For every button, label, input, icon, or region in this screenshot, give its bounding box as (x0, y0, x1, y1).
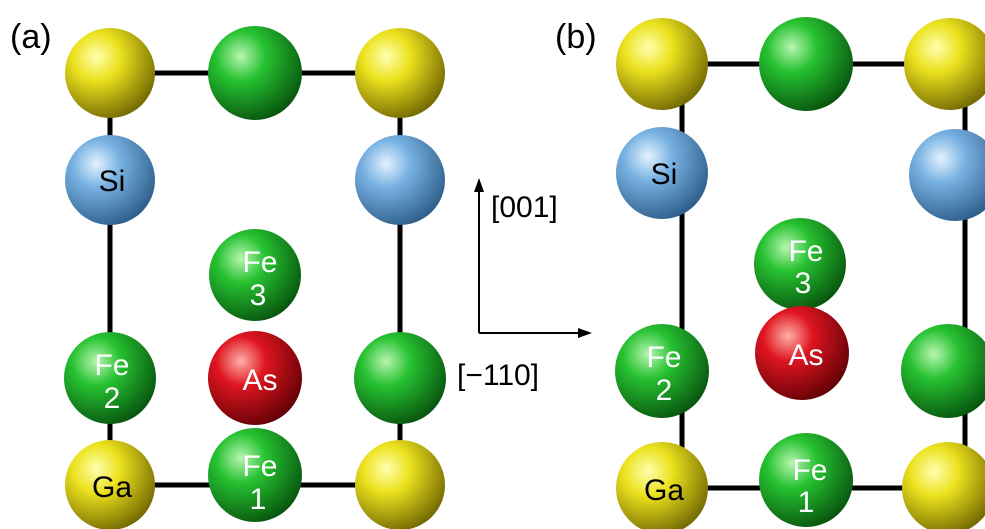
panel-a-label: (a) (10, 18, 52, 56)
as-label: As (788, 339, 823, 372)
ga-atom (355, 440, 445, 529)
fe2-atom (615, 324, 709, 418)
vertical-arrowhead (474, 178, 484, 192)
ga-atom (904, 18, 985, 110)
horizontal-arrowhead (578, 328, 592, 338)
panel-b-label: (b) (555, 18, 597, 56)
fe1-atom (759, 433, 853, 527)
si-atom (616, 127, 708, 219)
fe1-index: 1 (250, 483, 267, 516)
fe2-label: Fe (94, 349, 129, 382)
fe2-label: Fe (646, 341, 681, 374)
fe3-index: 3 (795, 267, 812, 300)
ga-atom (355, 28, 445, 118)
fe2-index: 2 (656, 374, 673, 407)
fe3-index: 3 (250, 279, 267, 312)
si-label: Si (99, 165, 126, 198)
fe-atom (901, 324, 985, 418)
ga-atom (616, 442, 708, 529)
fe3-atom (754, 218, 846, 310)
as-atom (755, 306, 849, 400)
ga-atom (65, 440, 155, 529)
as-label: As (242, 364, 277, 397)
ga-label: Ga (644, 474, 684, 507)
fe-atom (354, 332, 446, 424)
fe2-index: 2 (104, 382, 121, 415)
fe1-atom (208, 428, 302, 522)
si-atom (65, 135, 155, 225)
ga-atom (616, 18, 708, 110)
fe3-label: Fe (242, 246, 277, 279)
ga-atom (65, 28, 155, 118)
vertical-axis-label: [001] (491, 191, 558, 224)
panel-b: (b) Si Fe 3 As Fe 2 Ga (555, 17, 985, 529)
panel-a: (a) Si Fe 3 Fe 2 As Ga Fe 1 (10, 18, 446, 529)
si-atom (355, 135, 445, 225)
ga-atom (902, 442, 985, 529)
fe1-label: Fe (792, 454, 827, 487)
si-label: Si (651, 158, 678, 191)
ga-label: Ga (92, 471, 132, 504)
fe3-label: Fe (788, 235, 823, 268)
fe1-label: Fe (242, 450, 277, 483)
fe-atom (208, 26, 302, 120)
fe-atom (759, 17, 853, 111)
fe2-atom (64, 332, 156, 424)
fe3-atom (209, 229, 301, 321)
as-atom (208, 331, 302, 425)
fe1-index: 1 (798, 486, 815, 519)
si-atom (909, 129, 985, 221)
crystal-axes: [001] [−110] (457, 178, 592, 392)
horizontal-axis-label: [−110] (457, 359, 539, 392)
